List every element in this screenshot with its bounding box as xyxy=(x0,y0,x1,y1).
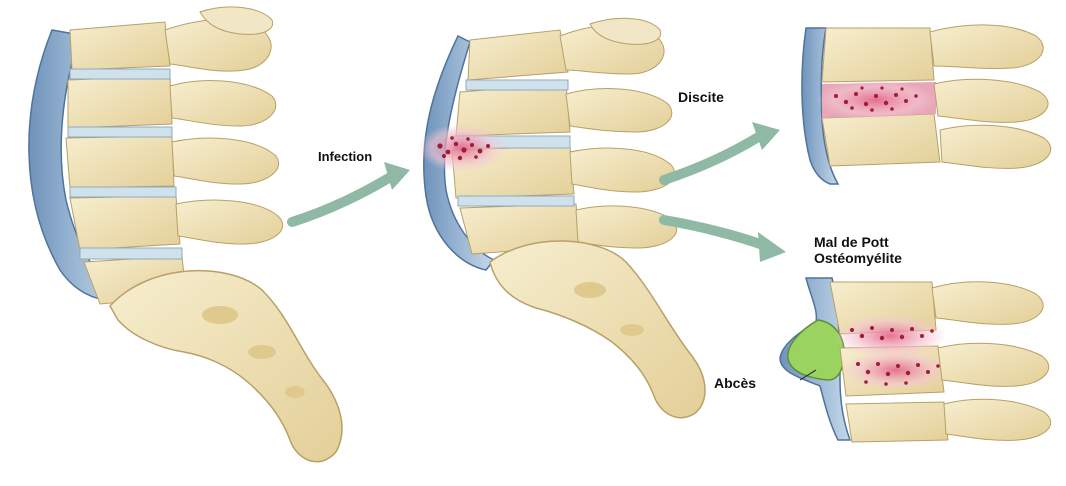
vertebral-body xyxy=(66,136,174,188)
posterior-process xyxy=(170,81,276,126)
abces-label: Abcès xyxy=(714,375,756,391)
vertebral-body xyxy=(822,114,940,166)
posterior-process xyxy=(940,125,1051,168)
posterior-process xyxy=(932,282,1043,325)
sacral-foramen xyxy=(574,282,606,298)
mal-de-pott-label: Mal de Pott xyxy=(814,234,889,250)
sacral-foramen xyxy=(285,386,305,398)
progression-arrow xyxy=(664,220,766,246)
sacrum xyxy=(490,241,705,418)
vertebral-body xyxy=(68,76,172,128)
posterior-process xyxy=(172,138,279,184)
posterior-process xyxy=(566,89,672,132)
discitis-illustration xyxy=(802,25,1051,184)
intervertebral-disc xyxy=(80,248,182,259)
progression-arrow-head xyxy=(758,232,786,262)
infection-focus xyxy=(418,124,506,172)
infection-focus xyxy=(842,350,950,390)
posterior-process xyxy=(176,200,283,244)
spine-normal-illustration xyxy=(29,7,342,462)
osteomyelite-label: Ostéomyélite xyxy=(814,250,902,266)
progression-arrow xyxy=(664,136,760,180)
vertebral-body xyxy=(468,30,568,80)
intervertebral-disc xyxy=(466,80,568,90)
discite-label: Discite xyxy=(678,89,724,105)
abscess xyxy=(788,320,844,380)
posterior-process xyxy=(944,399,1051,440)
intervertebral-disc xyxy=(70,187,176,197)
progression-arrow xyxy=(292,176,392,222)
sacral-foramen xyxy=(248,345,276,359)
intervertebral-disc xyxy=(70,69,170,79)
vertebral-body xyxy=(70,22,170,70)
vertebral-body xyxy=(70,196,180,250)
posterior-process xyxy=(934,79,1048,122)
posterior-process xyxy=(930,25,1043,69)
sacrum xyxy=(110,271,342,462)
pott-osteomyelitis-illustration xyxy=(780,278,1051,442)
posterior-process xyxy=(576,206,677,248)
infection-label: Infection xyxy=(318,149,372,164)
vertebral-body xyxy=(822,28,934,82)
vertebral-body xyxy=(846,402,948,442)
sacral-foramen xyxy=(202,306,238,324)
intervertebral-disc xyxy=(458,196,574,206)
posterior-process xyxy=(938,343,1049,386)
posterior-process xyxy=(570,148,675,192)
intervertebral-disc xyxy=(68,127,172,137)
sacral-foramen xyxy=(620,324,644,336)
infection-focus xyxy=(816,80,936,120)
